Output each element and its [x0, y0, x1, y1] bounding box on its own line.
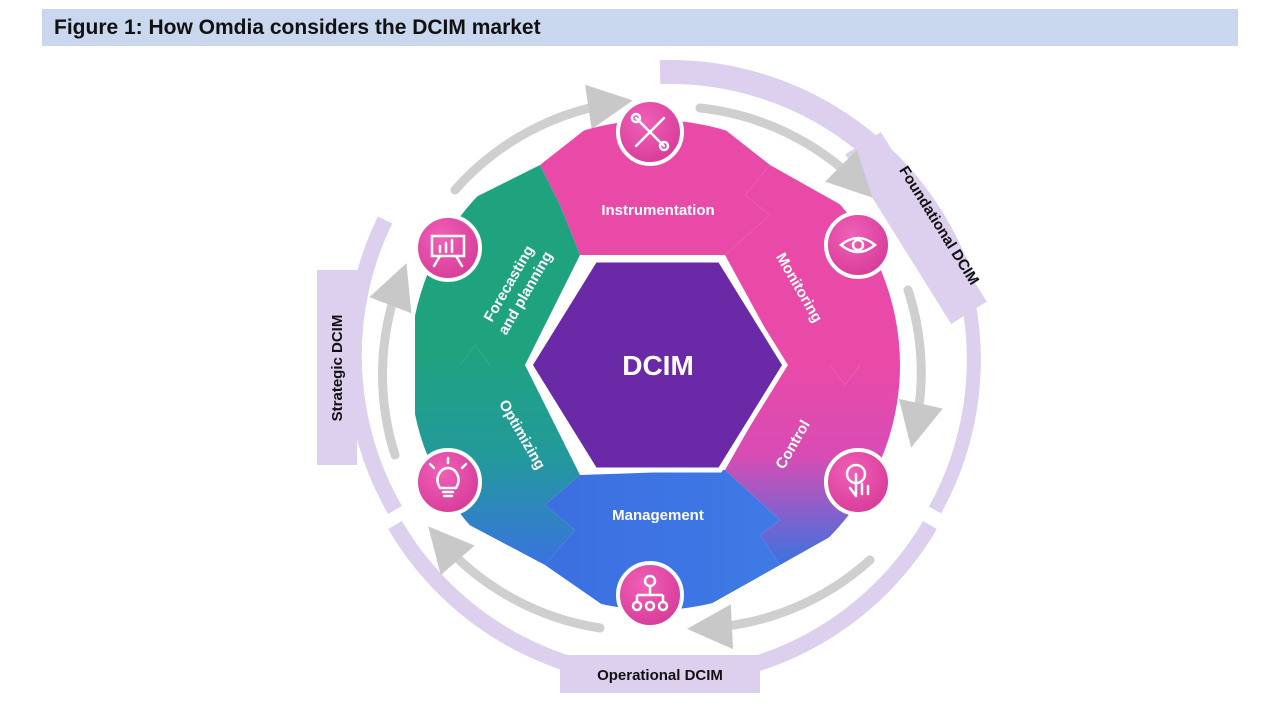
- label-instrumentation: Instrumentation: [601, 202, 714, 219]
- foundational-bracket: [659, 59, 987, 514]
- dcim-hexagon: [527, 257, 788, 473]
- cycle-arrows: [369, 84, 943, 650]
- lightbulb-gear-icon: [414, 448, 482, 516]
- presentation-chart-icon: [414, 214, 482, 282]
- label-strategic-dcim: Strategic DCIM: [329, 315, 346, 422]
- tools-icon: [616, 98, 684, 166]
- eye-icon: [824, 211, 892, 279]
- figure-title: Figure 1: How Omdia considers the DCIM m…: [42, 9, 1238, 46]
- segment-instrumentation: [540, 120, 770, 255]
- segment-monitoring: [725, 165, 900, 385]
- segment-management: [545, 470, 780, 610]
- label-operational-dcim: Operational DCIM: [597, 667, 723, 684]
- strategic-bracket: [317, 216, 402, 514]
- operational-bracket: [388, 520, 937, 693]
- org-chart-icon: [616, 561, 684, 629]
- label-management: Management: [612, 507, 704, 524]
- touch-icon: [824, 448, 892, 516]
- center-label: DCIM: [622, 350, 694, 381]
